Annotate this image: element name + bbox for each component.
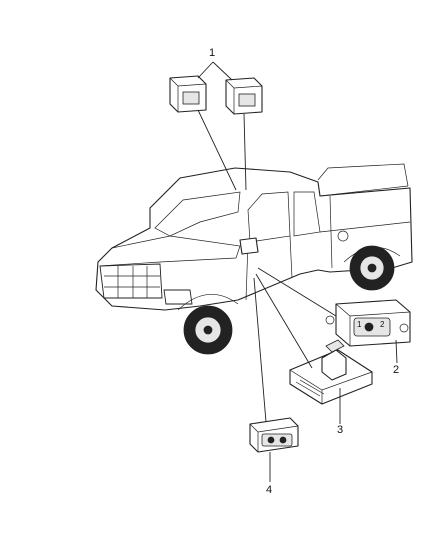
callout-2: 2	[393, 364, 400, 376]
callout-1: 1	[209, 47, 216, 59]
pickup-truck-illustration	[95, 163, 413, 355]
switch-bezel	[249, 417, 299, 453]
memory-switch-module	[325, 299, 411, 347]
leader-lines	[197, 61, 398, 482]
heated-seat-switch-pair	[169, 75, 263, 115]
callout-3: 3	[337, 424, 344, 436]
callout-4: 4	[266, 484, 273, 496]
switch-label-1: 1	[357, 320, 362, 329]
power-seat-switch	[289, 339, 373, 405]
switch-label-2: 2	[380, 320, 385, 329]
